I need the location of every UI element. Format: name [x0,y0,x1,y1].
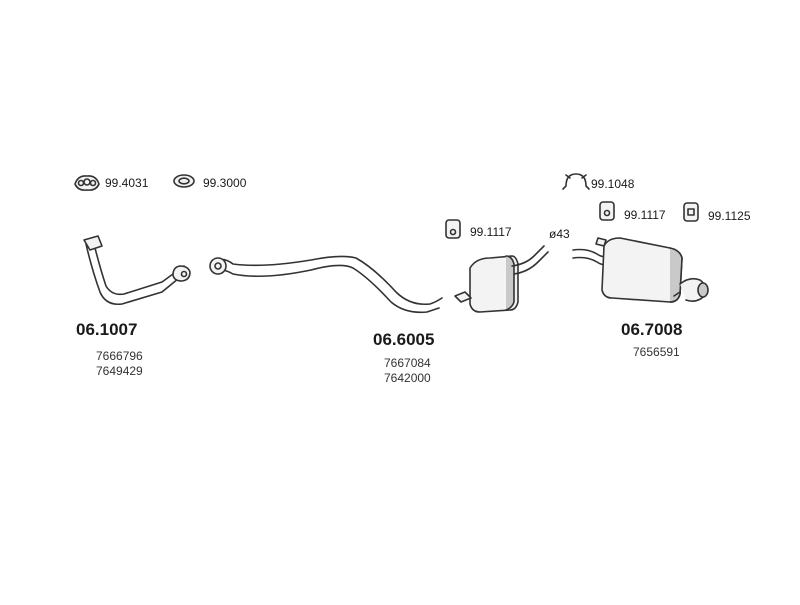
clamp-icon [563,174,589,189]
ring-icon [174,175,194,187]
middle-silencer-ref: 7642000 [384,371,431,385]
rear-silencer-drawing [573,238,708,302]
rear-silencer-ref: 7656591 [633,345,680,359]
hanger-icon [600,202,614,220]
rear-silencer-code: 06.7008 [621,320,683,339]
hanger-mid-code: 99.1117 [470,225,512,239]
clamp-code: 99.1048 [591,177,635,191]
front-pipe-code: 06.1007 [76,320,138,339]
front-pipe-ref: 7649429 [96,364,143,378]
ring-code: 99.3000 [203,176,247,190]
middle-silencer-drawing [210,246,548,312]
front-pipe-ref: 7666796 [96,349,143,363]
diameter-label: ø43 [549,227,570,241]
hanger-rear-code: 99.1117 [624,208,666,222]
gasket-icon [75,176,99,190]
middle-silencer-ref: 7667084 [384,356,431,370]
hanger-rear-b-code: 99.1125 [708,209,751,223]
front-pipe-drawing [84,236,190,304]
hanger-icon [446,220,460,238]
gasket-code: 99.4031 [105,176,149,190]
hanger-icon [684,203,698,221]
middle-silencer-code: 06.6005 [373,330,435,349]
